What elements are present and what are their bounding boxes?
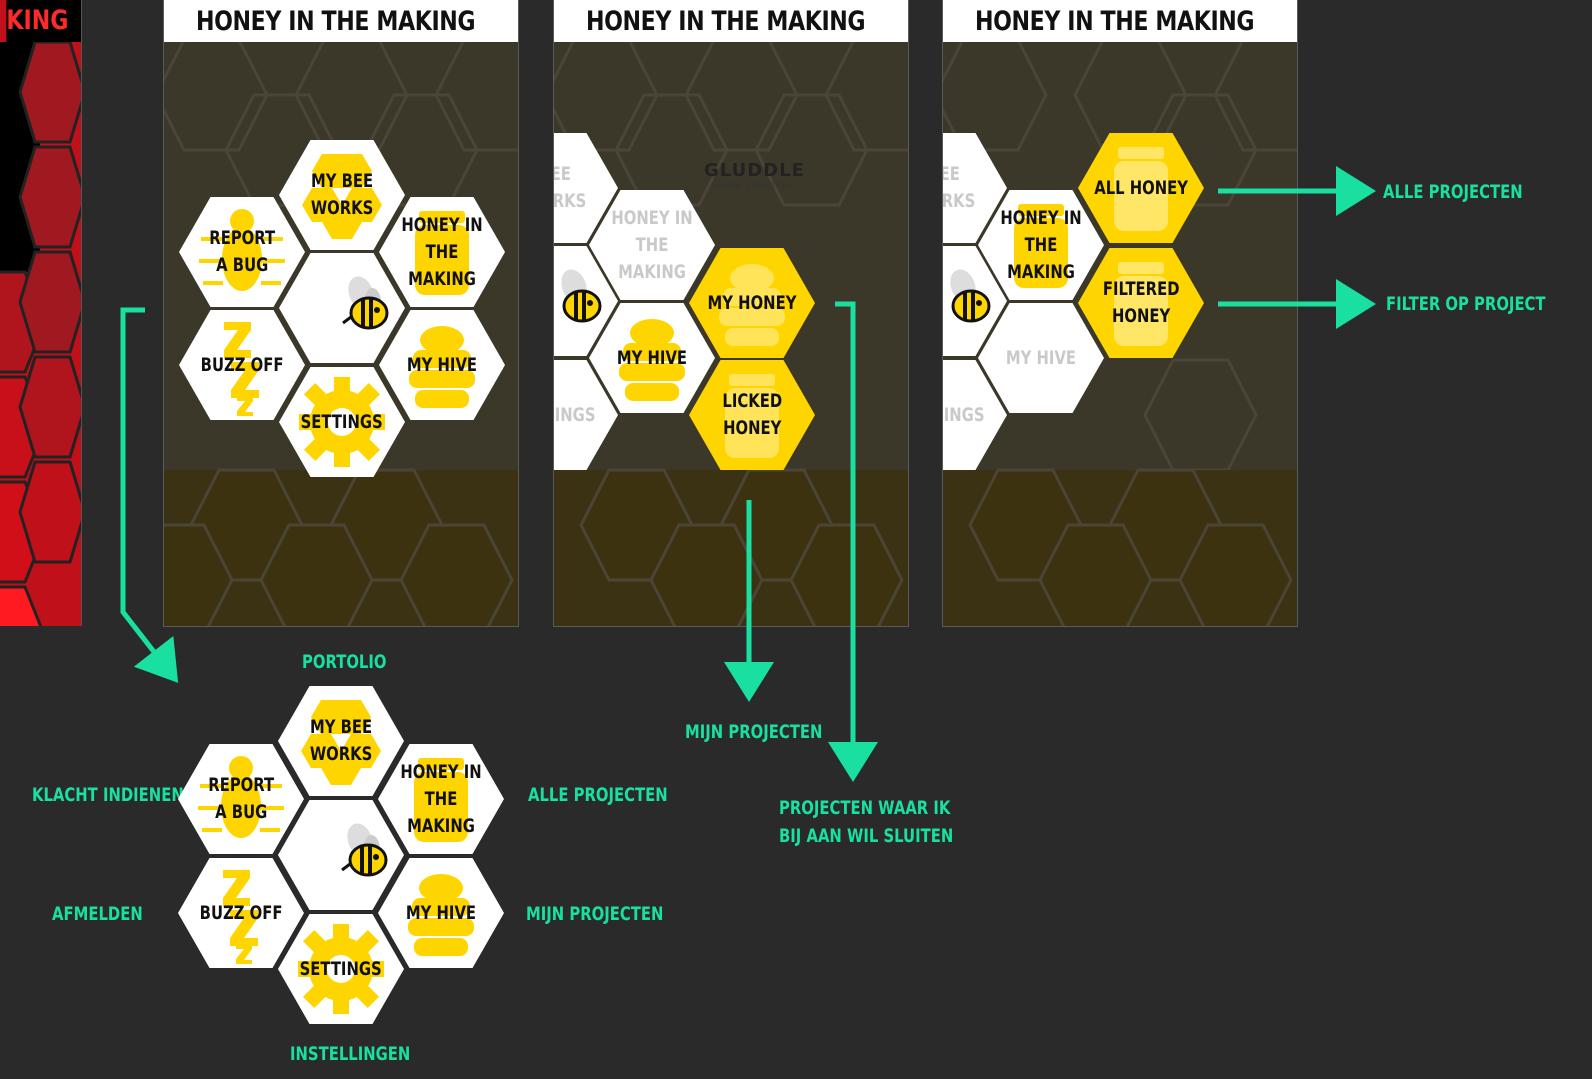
my-hive-button[interactable]: MY HIVE [978, 303, 1104, 413]
zzz-icon [223, 870, 258, 964]
annotation-filter-op-project: FILTER OP PROJECT [1386, 293, 1546, 315]
hex-label: MY HIVE [1005, 346, 1077, 369]
beehive-icon [408, 874, 474, 956]
gear-icon [298, 924, 384, 1014]
annotation-instellingen: INSTELLINGEN [290, 1043, 411, 1065]
beehive-icon [409, 326, 475, 408]
red-screen-fragment: KING [0, 0, 82, 626]
annotation-afmelden: AFMELDEN [52, 903, 143, 925]
hex-label: LICKED HONEY [722, 390, 782, 439]
hex-label: MY HIVE [406, 353, 478, 376]
app-title: HONEY IN THE MAKING [196, 5, 476, 37]
hex-label: REPORT A BUG [208, 774, 274, 823]
zzz-icon [224, 322, 259, 416]
legend-my-hive: MY HIVE [378, 858, 504, 968]
screen-main-menu: HONEY IN THE MAKING MY BEE WORKS REPORT … [163, 0, 519, 627]
bee-icon [561, 269, 602, 323]
hex-label: HONEY IN THE MAKING [401, 213, 483, 290]
red-hex-pattern [0, 42, 81, 626]
settings-button[interactable]: SETTINGS [279, 367, 405, 477]
hex-label: REPORT A BUG [209, 227, 275, 276]
honeycomb-icon [301, 700, 381, 785]
gluddle-logo-sub: GAME | DIGITAL [712, 180, 795, 190]
annotation-klacht-indienen: KLACHT INDIENEN [32, 784, 184, 806]
hex-label: HONEY IN THE MAKING [400, 760, 482, 837]
filtered-honey-button[interactable]: FILTERED HONEY [1078, 248, 1204, 358]
hex-label: MY HIVE [616, 346, 688, 369]
app-title: HONEY IN THE MAKING [586, 5, 866, 37]
gluddle-logo: GLUDDLE [704, 160, 805, 181]
annotation-mijn-projecten-legend: MIJN PROJECTEN [526, 903, 664, 925]
hex-label: BEE WORKS [942, 163, 976, 212]
annotation-portfolio: PORTOLIO [302, 651, 387, 673]
legend-my-bee-works: MY BEE WORKS [278, 686, 404, 796]
my-hive-button[interactable]: MY HIVE [379, 310, 505, 420]
buzz-off-button[interactable]: BUZZ OFF [179, 310, 305, 420]
hex-label: MY HIVE [405, 901, 477, 924]
annotation-alle-projecten-legend: ALLE PROJECTEN [528, 784, 668, 806]
hex-label: MY HONEY [707, 291, 797, 314]
hex-label: ALL HONEY [1094, 176, 1188, 199]
top-bar: HONEY IN THE MAKING [164, 0, 518, 42]
legend-menu-cluster: MY BEE WORKS REPORT A BUG HONEY IN THE M… [163, 686, 517, 1036]
hex-label: INGS [554, 403, 596, 426]
annotation-projecten-waar-ik-bij-aan-wil-sluiten: PROJECTEN WAAR IK BIJ AAN WIL SLUITEN [779, 797, 954, 847]
screen-my-hive-menu: HONEY IN THE MAKING GLUDDLE GAME | DIGIT… [553, 0, 909, 627]
honeycomb-icon [302, 154, 382, 239]
hex-label: SETTINGS [300, 410, 384, 433]
hex-label: FILTERED HONEY [1102, 278, 1180, 327]
legend-report-bug: REPORT A BUG [178, 744, 304, 854]
my-hive-button[interactable]: MY HIVE [589, 303, 715, 413]
hex-label: BUZZ OFF [199, 901, 283, 924]
honey-jar-icon [725, 374, 779, 458]
legend-buzz-off: BUZZ OFF [178, 858, 304, 968]
bee-icon [341, 823, 388, 877]
honeycomb-background [943, 38, 1297, 626]
honey-jar-icon [1114, 147, 1168, 231]
hex-label: HONEY IN THE MAKING [1000, 206, 1082, 283]
honey-jar-icon [415, 211, 469, 295]
my-honey-button[interactable]: MY HONEY [689, 248, 815, 358]
screen-my-honey-menu: HONEY IN THE MAKING BEE WORKS ALL HONEY … [942, 0, 1298, 627]
honey-jar-icon [1114, 262, 1168, 346]
hex-label: INGS [943, 403, 985, 426]
legend-honey-in-the-making: HONEY IN THE MAKING [378, 744, 504, 854]
hex-label: BEE WORKS [553, 163, 587, 212]
hex-label: MY BEE WORKS [309, 716, 373, 765]
bug-icon [199, 209, 285, 291]
bug-icon [198, 756, 284, 838]
legend-settings: SETTINGS [278, 914, 404, 1024]
beehive-icon [719, 264, 785, 346]
bee-icon [950, 269, 991, 323]
app-title: HONEY IN THE MAKING [975, 5, 1255, 37]
beehive-icon [619, 319, 685, 401]
legend-bee-center [278, 800, 404, 910]
bee-icon [342, 276, 389, 330]
hex-label: MY BEE WORKS [310, 170, 374, 219]
red-screen-title: KING [6, 0, 81, 42]
top-bar: HONEY IN THE MAKING [554, 0, 908, 42]
annotation-mijn-projecten: MIJN PROJECTEN [685, 721, 823, 743]
honey-jar-icon [1014, 204, 1068, 288]
annotation-alle-projecten: ALLE PROJECTEN [1383, 181, 1523, 203]
hex-label: BUZZ OFF [200, 353, 284, 376]
hex-label: SETTINGS [299, 957, 383, 980]
top-bar: HONEY IN THE MAKING [943, 0, 1297, 42]
bee-center-hex [279, 253, 405, 363]
honey-jar-icon [414, 758, 468, 842]
licked-honey-button[interactable]: LICKED HONEY [689, 360, 815, 470]
gear-icon [299, 377, 385, 467]
hex-label: HONEY IN THE MAKING [611, 206, 693, 283]
